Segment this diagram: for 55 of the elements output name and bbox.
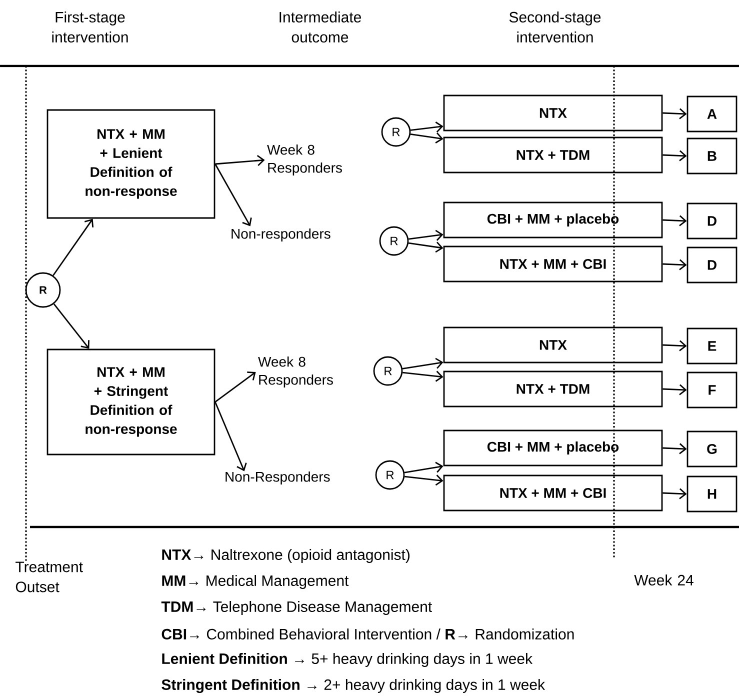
arrow [408, 230, 444, 241]
arrow [662, 259, 687, 270]
legend-note: Lenient Definition → 5+ heavy drinking days in 1 week [162, 653, 533, 667]
treatment-box: NTX [443, 326, 663, 364]
legend-note: TDM→ Telephone Disease Management [161, 601, 432, 615]
legend-note: CBI→ Combined Behavioral Intervention / R→ Randomization [162, 628, 574, 640]
treatment-box: NTX + MM + CBI [443, 474, 663, 512]
arrow [404, 474, 444, 486]
arrow [408, 242, 444, 253]
column-heading: First-stage intervention [52, 12, 128, 42]
group-box: H [686, 476, 738, 512]
group-box: A [686, 96, 738, 132]
arrow [404, 462, 444, 474]
arrow [662, 108, 687, 120]
outcome-text: Non-Responders [226, 471, 330, 485]
treatment-box: NTX + TDM [443, 370, 663, 408]
arrow [52, 218, 94, 276]
timeline-label: Treatment Outset [16, 562, 83, 592]
outcome-text: Week 8 Responders [258, 356, 333, 388]
arrow [214, 372, 256, 403]
arrow [662, 443, 687, 454]
treatment-box: NTX + TDM [443, 136, 663, 174]
treatment-box: NTX [443, 94, 663, 132]
treatment-box: CBI + MM + placebo [443, 202, 663, 238]
column-heading: Second-stage intervention [509, 12, 601, 42]
legend-note: MM→ Medical Management [162, 575, 349, 589]
arrow [410, 122, 444, 133]
arrow [662, 340, 687, 352]
arrow [662, 150, 687, 162]
arrow [402, 358, 444, 370]
outcome-text: Week 8 Responders [267, 144, 342, 176]
timeline-label: Week 24 [634, 574, 694, 586]
legend-note: Stringent Definition → 2+ heavy drinking days in 1 week [162, 678, 546, 694]
arrow [662, 215, 687, 226]
treatment-box: CBI + MM + placebo [443, 430, 663, 466]
group-box: F [686, 372, 738, 408]
arrow [215, 155, 265, 166]
column-heading: Intermediate outcome [280, 12, 362, 42]
arrow [214, 164, 252, 226]
group-box: G [686, 430, 738, 468]
group-box: B [686, 138, 738, 174]
group-box: D [686, 246, 738, 284]
group-box: E [686, 328, 738, 364]
group-box: D [686, 202, 738, 240]
arrow [214, 402, 247, 472]
arrow [53, 303, 90, 349]
arrow [662, 488, 687, 500]
arrow [410, 132, 444, 144]
treatment-box: NTX + MM + Stringent Definition of non-response [46, 348, 216, 456]
outcome-text: Non-responders [232, 228, 330, 242]
legend-note: NTX→ Naltrexone (opioid antagonist) [162, 549, 410, 563]
arrow [662, 384, 687, 396]
treatment-box: NTX + MM + Lenient Definition of non-response [46, 109, 216, 219]
treatment-box: NTX + MM + CBI [443, 246, 663, 282]
arrow [402, 370, 444, 382]
